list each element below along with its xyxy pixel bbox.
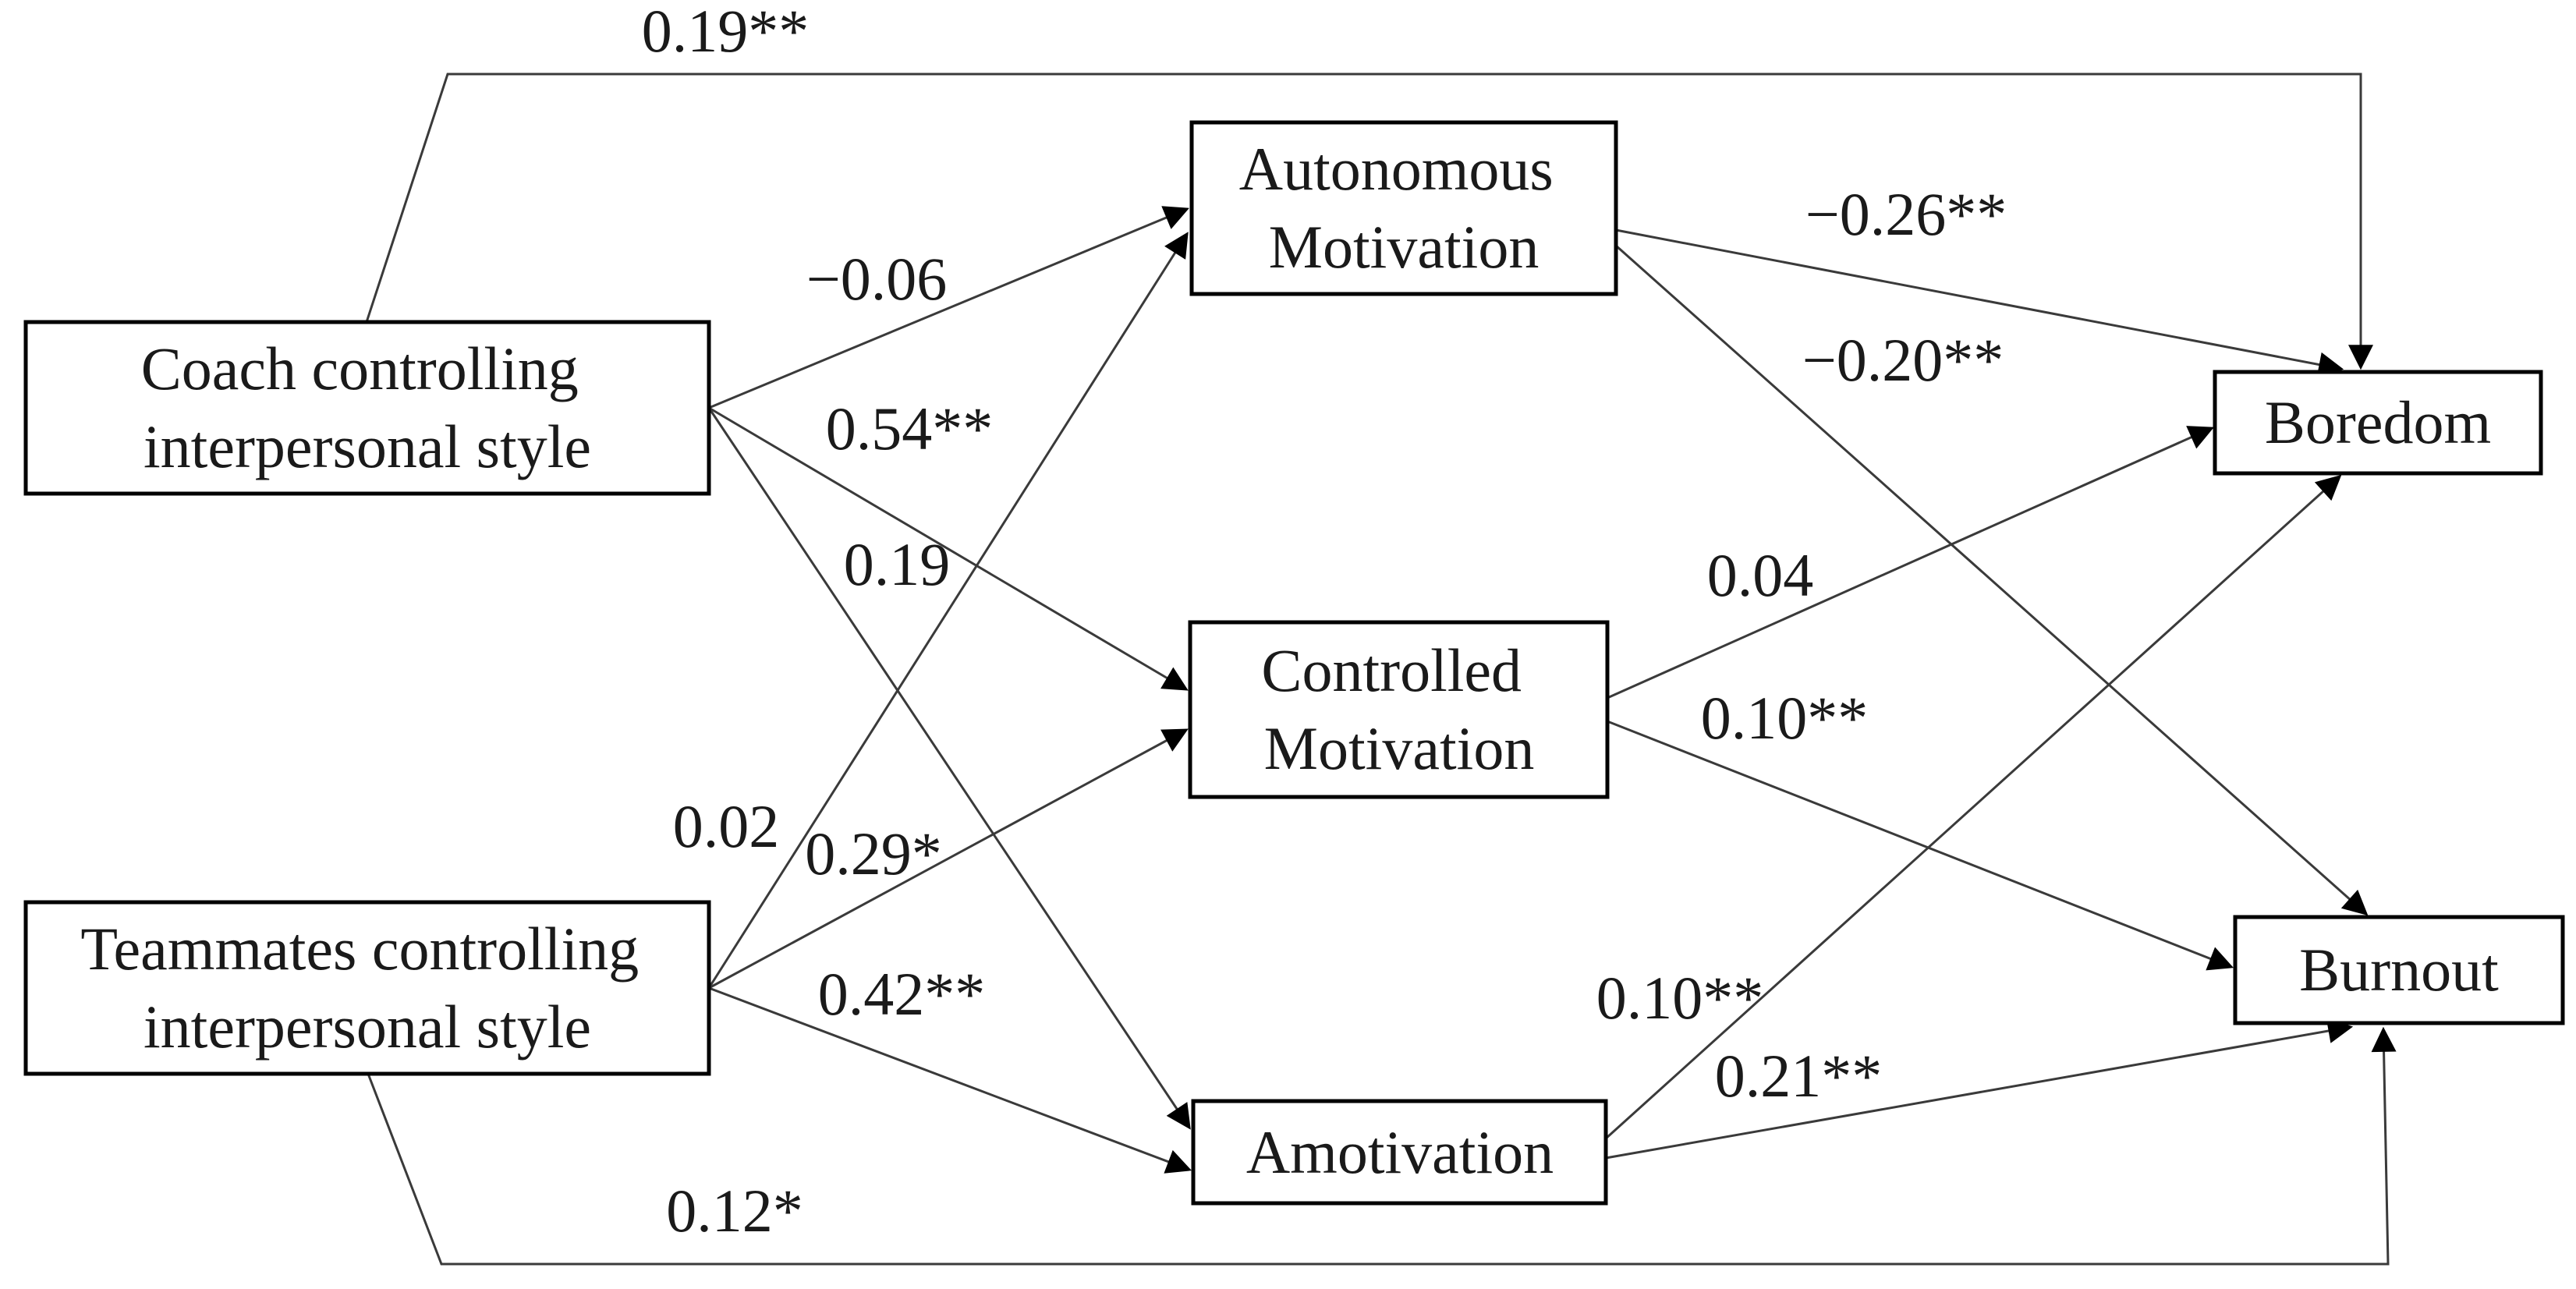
coef-autonomous-boredom: −0.26**: [1805, 180, 2007, 248]
node-controlled-motivation: Controlled Motivation: [1188, 620, 1610, 799]
node-coach: Coach controlling interpersonal style: [23, 320, 711, 496]
node-autonomous-motivation-box: [1189, 120, 1618, 296]
node-coach-label-line2: interpersonal style: [144, 413, 591, 480]
node-boredom-label: Boredom: [2265, 388, 2491, 456]
coef-coach-controlled: 0.54**: [826, 395, 994, 462]
edge-layer: [365, 73, 2397, 1266]
node-amotivation-box: [1191, 1099, 1608, 1206]
edge-autonomous-burnout-arrow: [1615, 244, 2369, 916]
coef-coach-autonomous: −0.06: [806, 245, 948, 313]
edge-teammates-amotivation-arrow: [708, 986, 1192, 1174]
node-coach-label-line1: Coach controlling: [141, 335, 579, 402]
coef-controlled-boredom: 0.04: [1707, 541, 1814, 609]
node-controlled-motivation-label: Controlled Motivation: [1261, 636, 1536, 782]
node-teammates-label-line1: Teammates controlling: [80, 915, 639, 983]
node-autonomous-motivation-label: Autonomous Motivation: [1239, 135, 1569, 281]
coef-coach-amotivation: 0.19: [844, 530, 951, 598]
node-teammates-label: Teammates controlling interpersonal styl…: [80, 915, 654, 1061]
coef-teammates-amotivation: 0.42**: [818, 960, 986, 1028]
edge-coach-boredom-arrow: [365, 73, 2373, 370]
edge-controlled-burnout-arrow: [1607, 720, 2234, 971]
edge-coach-amotivation-arrow: [707, 407, 1191, 1130]
node-teammates-box: [23, 900, 711, 1076]
edge-teammates-autonomous-arrow: [707, 232, 1189, 989]
node-amotivation: Amotivation: [1191, 1099, 1608, 1206]
edge-coach-controlled-arrow: [708, 406, 1189, 691]
coef-autonomous-burnout: −0.20**: [1802, 326, 2004, 394]
node-controlled-motivation-box: [1188, 620, 1610, 799]
coef-amotivation-boredom: 0.10**: [1596, 964, 1764, 1032]
node-boredom: Boredom: [2213, 370, 2543, 476]
node-boredom-box: [2213, 370, 2543, 476]
node-controlled-label-line2: Motivation: [1264, 714, 1535, 782]
coef-coach-boredom: 0.19**: [642, 0, 810, 65]
edge-coach-autonomous-arrow: [708, 206, 1189, 409]
coef-teammates-autonomous: 0.02: [673, 792, 780, 860]
node-coach-label: Coach controlling interpersonal style: [141, 335, 594, 480]
coef-amotivation-burnout: 0.21**: [1715, 1042, 1883, 1110]
edge-autonomous-boredom-arrow: [1615, 228, 2344, 377]
coef-teammates-controlled: 0.29*: [805, 820, 942, 887]
coef-teammates-burnout: 0.12*: [666, 1177, 803, 1245]
node-coach-box: [23, 320, 711, 496]
node-burnout: Burnout: [2233, 915, 2565, 1025]
coefficient-layer: 0.19** −0.06 0.54** 0.19 0.02 0.29* 0.42…: [642, 0, 2007, 1245]
edge-controlled-boredom-arrow: [1607, 426, 2214, 699]
node-autonomous-motivation: Autonomous Motivation: [1189, 120, 1618, 296]
node-autonomous-label-line1: Autonomous: [1239, 135, 1554, 203]
node-controlled-label-line1: Controlled: [1261, 636, 1522, 704]
edge-amotivation-burnout-arrow: [1605, 1018, 2354, 1160]
node-burnout-box: [2233, 915, 2565, 1025]
node-amotivation-label: Amotivation: [1246, 1118, 1554, 1186]
coef-controlled-burnout: 0.10**: [1701, 684, 1869, 752]
node-layer: Coach controlling interpersonal style Te…: [23, 120, 2565, 1206]
node-autonomous-label-line2: Motivation: [1269, 213, 1540, 281]
edge-teammates-controlled-arrow: [708, 728, 1189, 990]
node-teammates: Teammates controlling interpersonal styl…: [23, 900, 711, 1076]
edge-teammates-burnout-arrow: [367, 1026, 2397, 1266]
node-teammates-label-line2: interpersonal style: [144, 993, 591, 1061]
node-burnout-label: Burnout: [2299, 936, 2499, 1004]
edge-amotivation-boredom-arrow: [1604, 474, 2342, 1140]
